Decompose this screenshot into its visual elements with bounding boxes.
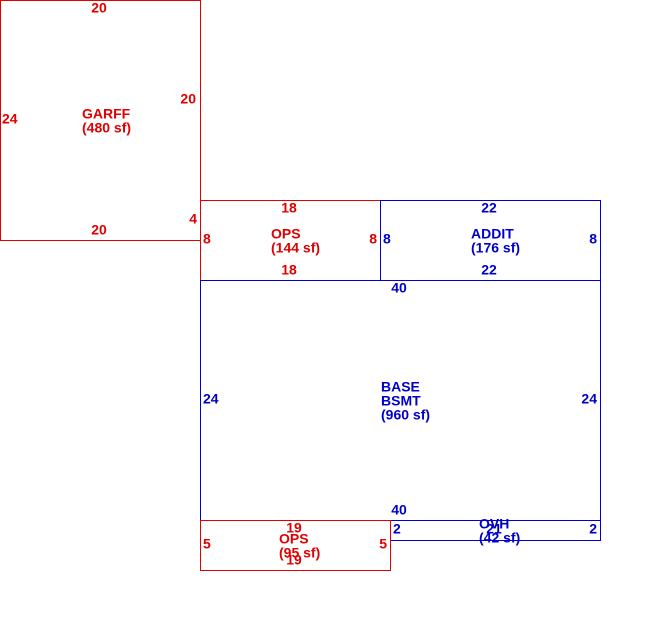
porch-upper-dim-right: 8 (369, 231, 377, 247)
porch-lower-area: OPS (95 sf) 19 19 5 5 (200, 520, 391, 571)
overhang-dim-left: 2 (393, 521, 401, 537)
garage-dim-right: 20 (180, 91, 196, 107)
basement-name-line1: BASE (381, 379, 420, 395)
porch-lower-area-sf: (95 sf) (279, 545, 320, 561)
garage-dim-bottom: 20 (91, 222, 107, 238)
porch-upper-name: OPS (271, 226, 301, 242)
basement-area-sf: (960 sf) (381, 407, 430, 423)
overhang-dim-top: 21 (486, 521, 502, 537)
porch-lower-dim-top: 19 (286, 520, 302, 536)
porch-lower-name: OPS (279, 531, 309, 547)
porch-lower-dim-left: 5 (203, 536, 211, 552)
garage-dim-left: 24 (2, 111, 18, 127)
basement-dim-left: 24 (203, 391, 219, 407)
porch-upper-area: OPS (144 sf) 18 18 8 8 (200, 200, 381, 281)
garage-outline (0, 0, 201, 241)
overhang-area-sf: (42 sf) (479, 530, 520, 546)
porch-lower-dim-right: 5 (379, 536, 387, 552)
basement-area: BASE BSMT (960 sf) 40 40 24 24 (200, 280, 601, 521)
basement-name-line2: BSMT (381, 393, 421, 409)
addition-dim-right: 8 (589, 231, 597, 247)
porch-lower-outline (200, 520, 391, 571)
addition-dim-bottom: 22 (481, 262, 497, 278)
porch-upper-area-sf: (144 sf) (271, 240, 320, 256)
basement-dim-top: 40 (391, 280, 407, 296)
addition-dim-left: 8 (383, 231, 391, 247)
porch-upper-dim-top: 18 (281, 200, 297, 216)
porch-upper-dim-bottom: 18 (281, 262, 297, 278)
addition-area-sf: (176 sf) (471, 240, 520, 256)
garage-area-sf: (480 sf) (82, 120, 131, 136)
garage-name: GARFF (82, 106, 131, 122)
overhang-dim-right: 2 (589, 521, 597, 537)
addition-name: ADDIT (471, 226, 514, 242)
overhang-name: OVH (479, 516, 509, 532)
basement-dim-bottom: 40 (391, 502, 407, 518)
basement-dim-right: 24 (581, 391, 597, 407)
porch-upper-dim-left: 8 (203, 231, 211, 247)
addition-dim-top: 22 (481, 200, 497, 216)
porch-lower-dim-bottom: 19 (286, 552, 302, 568)
garage-area: GARFF (480 sf) 20 20 24 20 4 (0, 0, 201, 241)
garage-dim-right-lower: 4 (189, 211, 197, 227)
garage-dim-top: 20 (91, 0, 107, 16)
addition-area: ADDIT (176 sf) 22 22 8 8 (380, 200, 601, 281)
overhang-area: OVH (42 sf) 21 2 2 (390, 516, 601, 546)
